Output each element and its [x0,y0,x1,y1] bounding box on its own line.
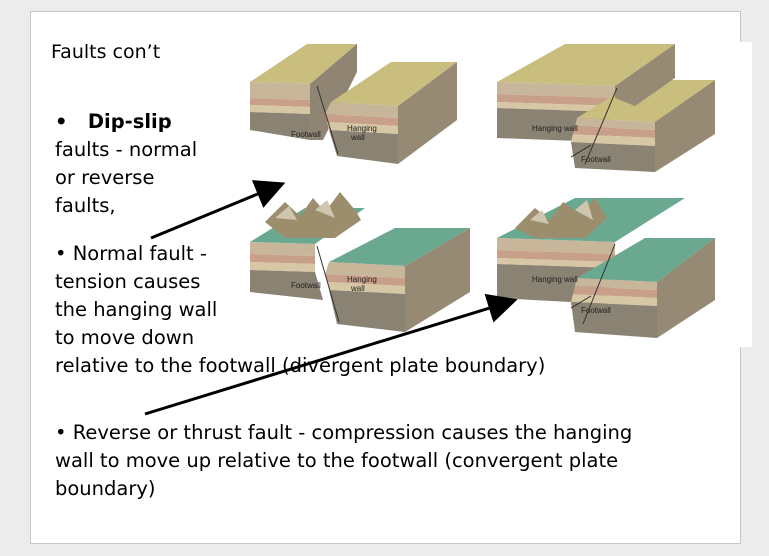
reverse-fault-arrow [145,302,509,414]
slide: Faults con’t • Dip-slip faults - normal … [30,11,741,544]
pointer-arrows [31,12,742,545]
normal-fault-arrow [151,186,277,238]
